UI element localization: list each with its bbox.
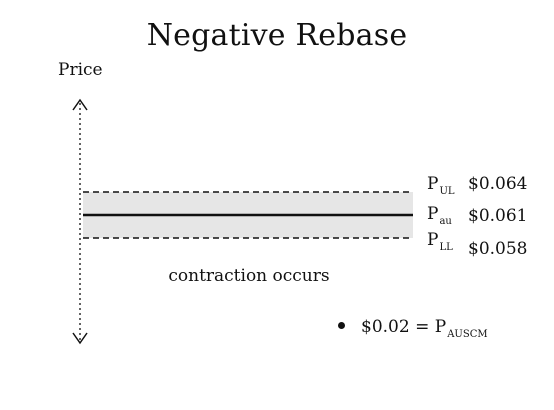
upper-limit-value: $0.064	[468, 174, 528, 194]
note-symbol: P	[434, 317, 447, 337]
contraction-caption-text: contraction occurs	[168, 266, 330, 286]
lower-limit-label: PLL	[427, 230, 453, 253]
price-axis-label: Price	[58, 60, 103, 80]
average-price-label: Pau	[427, 204, 452, 227]
note-lhs: $0.02 =	[361, 317, 435, 337]
diagram-title: Negative Rebase	[146, 18, 408, 53]
lower-limit-value: $0.058	[468, 239, 528, 259]
average-price-value: $0.061	[468, 206, 528, 226]
upper-limit-label: PUL	[427, 174, 455, 197]
price-axis-arrow-icon	[72, 98, 88, 345]
note-sub: AUSCM	[447, 329, 488, 340]
contraction-caption: contraction occurs	[0, 266, 554, 286]
bullet-icon	[338, 322, 345, 329]
auscm-price-note: $0.02 = PAUSCM	[338, 317, 488, 340]
